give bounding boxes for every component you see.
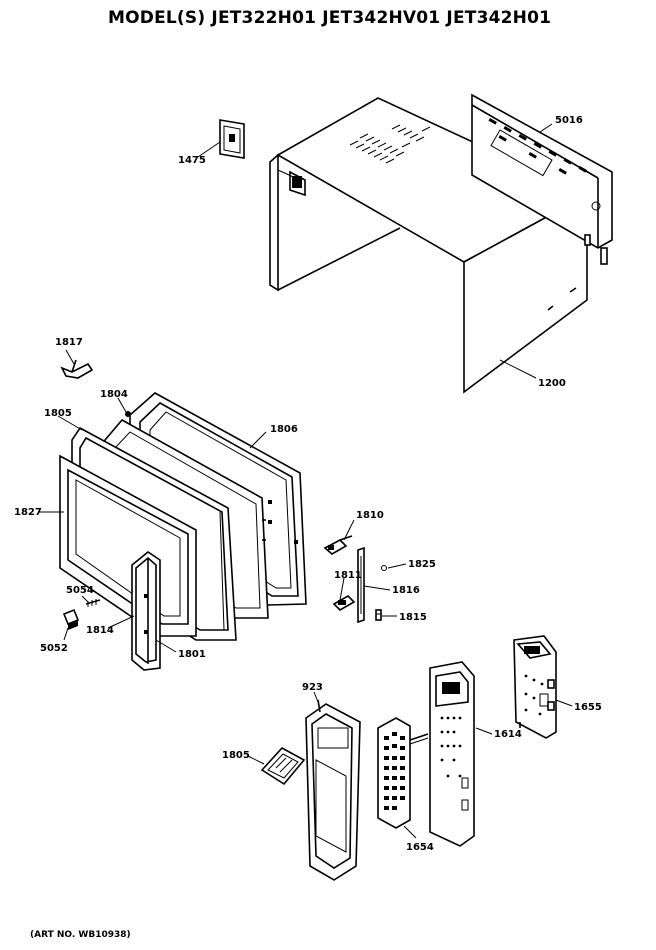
lever-1816 — [357, 546, 365, 624]
door-window-1827 — [59, 454, 197, 637]
label-1811: 1811 — [334, 570, 362, 581]
button-5052 — [62, 608, 80, 630]
control-housing-923 — [305, 699, 361, 881]
label-1805-window: 1805 — [222, 750, 250, 761]
label-1654: 1654 — [406, 842, 434, 853]
label-1200: 1200 — [538, 378, 566, 389]
label-1815: 1815 — [399, 612, 427, 623]
control-board-1614 — [429, 661, 475, 847]
label-1655: 1655 — [574, 702, 602, 713]
switch-1810 — [323, 535, 353, 555]
outer-case — [269, 97, 589, 394]
label-1825: 1825 — [408, 559, 436, 570]
vent-filter-1475 — [219, 119, 245, 159]
label-1801: 1801 — [178, 649, 206, 660]
relay-board-1655 — [513, 635, 557, 739]
label-5052: 5052 — [40, 643, 68, 654]
part-1815 — [375, 609, 382, 621]
label-1806: 1806 — [270, 424, 298, 435]
diagram-title: MODEL(S) JET322H01 JET342HV01 JET342H01 — [108, 8, 552, 28]
label-1804: 1804 — [100, 389, 128, 400]
label-5054: 5054 — [66, 585, 94, 596]
label-1475: 1475 — [178, 155, 206, 166]
keypad-1654 — [377, 717, 429, 829]
label-1816: 1816 — [392, 585, 420, 596]
switch-1811 — [332, 595, 356, 611]
art-number: (ART NO. WB10938) — [30, 930, 131, 940]
label-1827: 1827 — [14, 507, 42, 518]
label-1814: 1814 — [86, 625, 114, 636]
door-latch-1817 — [60, 359, 94, 379]
label-5016: 5016 — [555, 115, 583, 126]
back-panel — [471, 93, 613, 265]
label-923: 923 — [302, 682, 323, 693]
display-window-1805 — [260, 746, 306, 786]
spring-1825 — [381, 565, 387, 571]
label-1614: 1614 — [494, 729, 522, 740]
label-1817: 1817 — [55, 337, 83, 348]
label-1810: 1810 — [356, 510, 384, 521]
door-handle-1814 — [131, 551, 161, 671]
screw-5054 — [85, 599, 101, 607]
leader-lines — [38, 123, 573, 839]
label-1805-door: 1805 — [44, 408, 72, 419]
